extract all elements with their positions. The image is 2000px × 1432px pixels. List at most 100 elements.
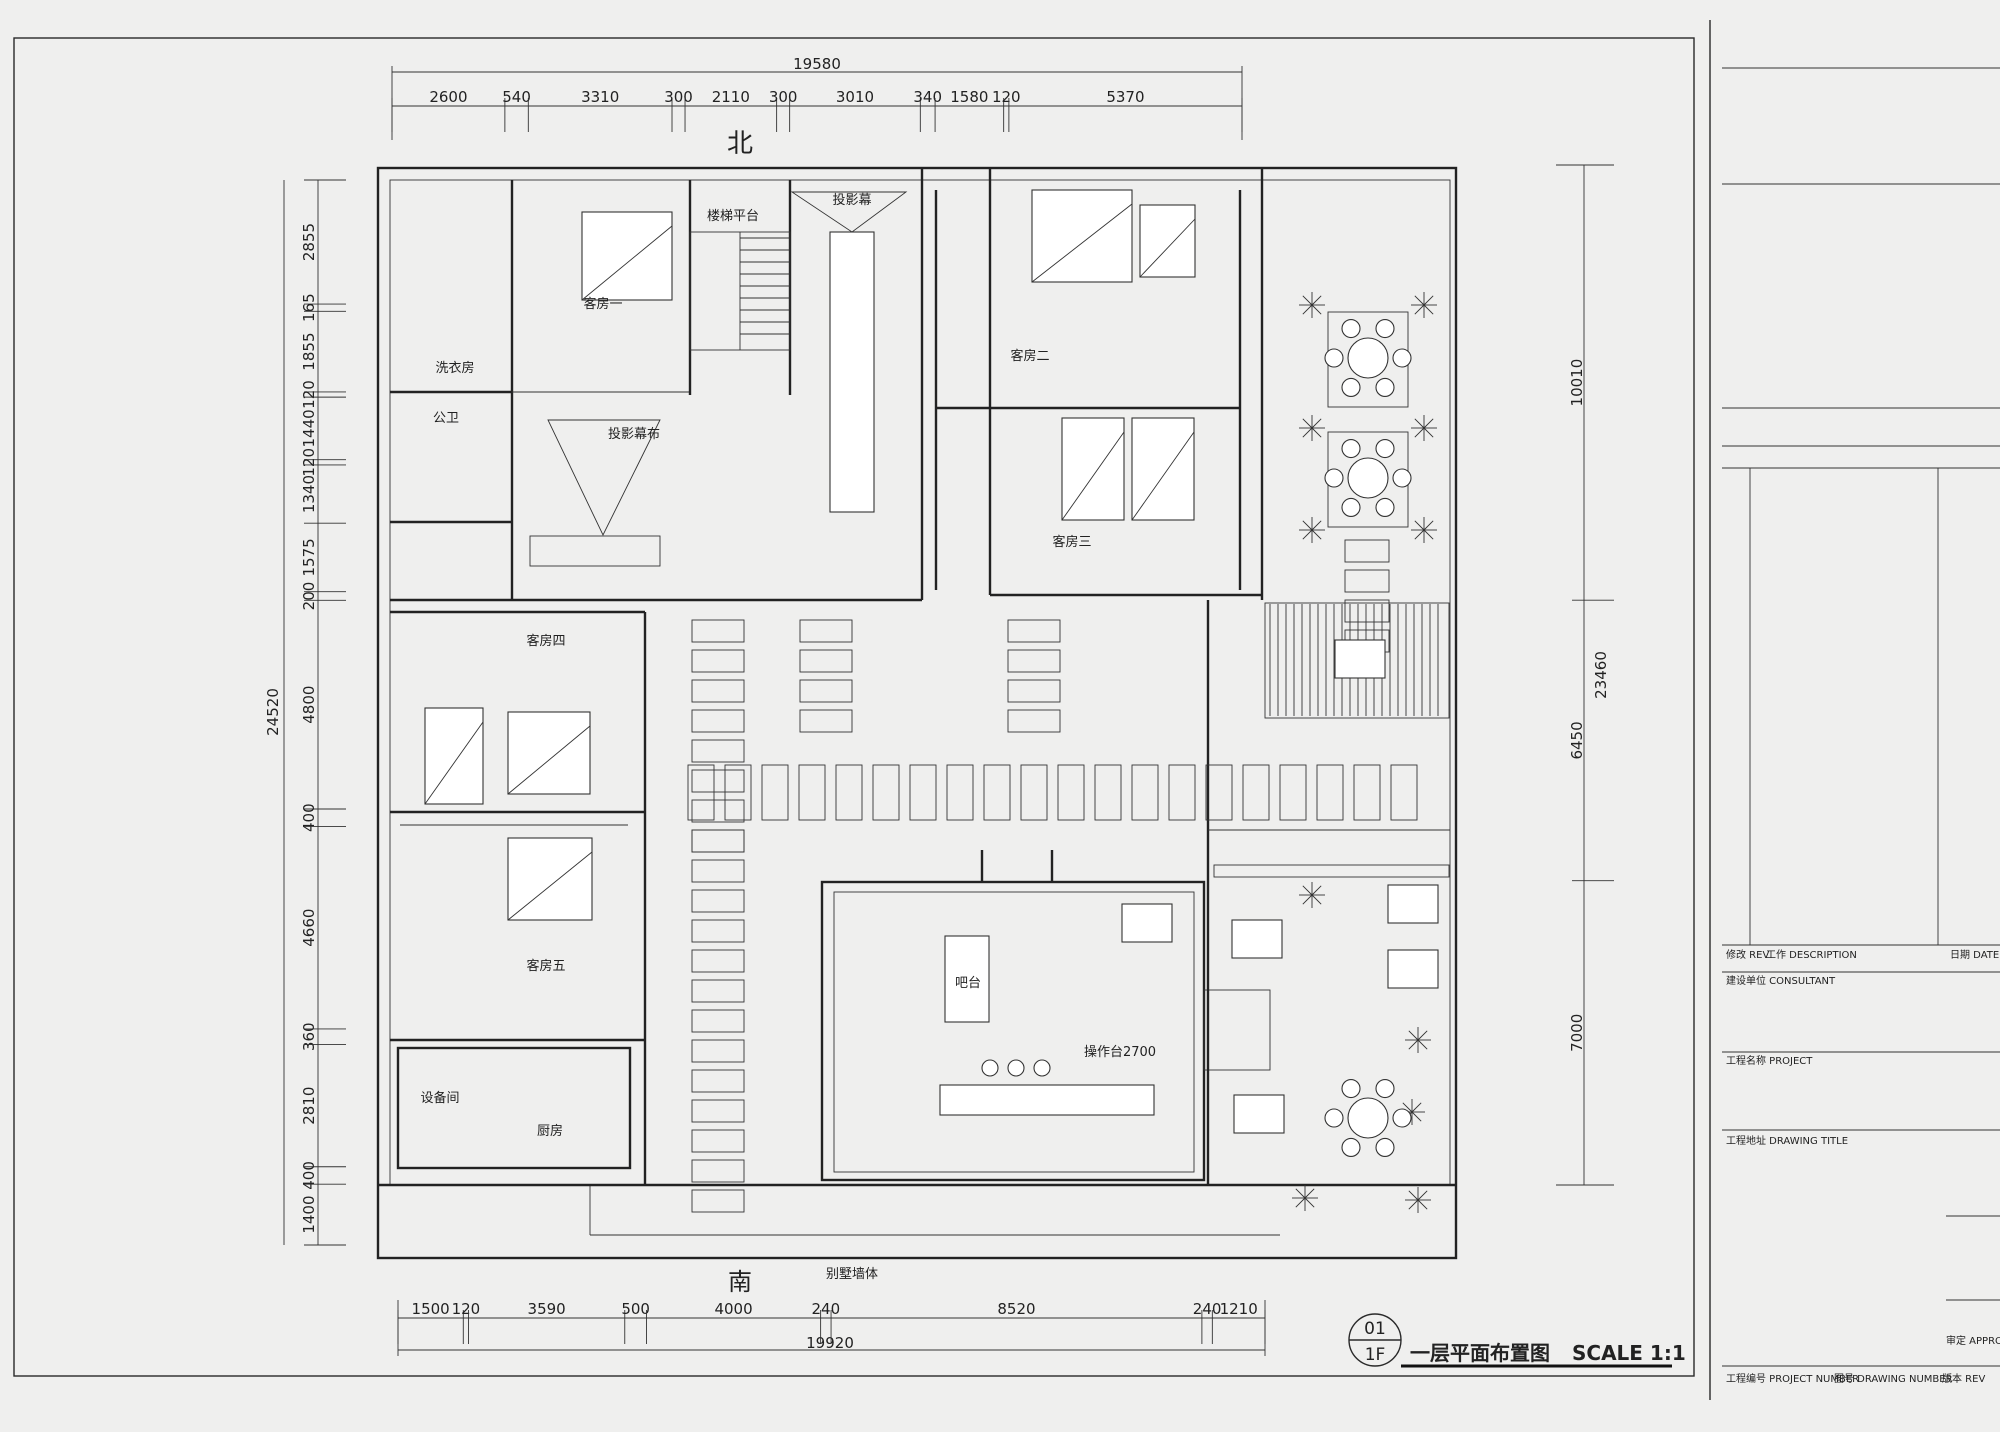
room-guest3: 客房三 (1052, 534, 1091, 550)
bed (1061, 417, 1125, 521)
right-dim-segment: 6450 (1568, 721, 1586, 759)
top-dim-segment: 5370 (1106, 88, 1144, 106)
dining-tables (1121, 319, 1439, 1157)
tree (1411, 517, 1437, 543)
left-dim-segment: 4660 (300, 909, 318, 947)
tree (1299, 292, 1325, 318)
drawing-number: 01 (1364, 1319, 1386, 1339)
dim-total-bottom: 19920 (806, 1334, 854, 1352)
chair (1392, 1108, 1412, 1128)
paver (691, 1189, 745, 1213)
paver (691, 1129, 745, 1153)
chair (1375, 319, 1395, 339)
paver (1007, 649, 1061, 673)
paver (909, 764, 937, 821)
paver (691, 859, 745, 883)
projection-screen (547, 419, 661, 537)
drawing-scale: SCALE 1:1 (1572, 1341, 1686, 1365)
paver (835, 764, 863, 821)
chair (1341, 319, 1361, 339)
tree (1299, 517, 1325, 543)
room-projector-top: 投影幕 (832, 192, 871, 208)
left-dim-segment: 400 (300, 803, 318, 832)
paver (691, 709, 745, 733)
paver (691, 1009, 745, 1033)
chair (1375, 1079, 1395, 1099)
bar-label: 吧台 (955, 976, 981, 991)
tb-rev2: 版本 REV (1942, 1372, 1985, 1385)
right-dim-segment: 10010 (1568, 359, 1586, 407)
left-dim-segment: 200 (300, 582, 318, 611)
chair (1375, 439, 1395, 459)
paver (983, 764, 1011, 821)
left-dim-segment: 120 (300, 380, 318, 409)
table (1231, 919, 1283, 959)
paver (1057, 764, 1085, 821)
round-table (1347, 1097, 1389, 1139)
chair (1341, 497, 1361, 517)
dim-total-top: 19580 (793, 55, 841, 73)
tree (1411, 415, 1437, 441)
table (1121, 903, 1173, 943)
round-table (1347, 457, 1389, 499)
bottom-dim-segment: 1210 (1220, 1300, 1258, 1318)
paver (691, 649, 745, 673)
paver (691, 829, 745, 853)
room-projection: 投影幕布 (608, 426, 660, 442)
room-guest5: 客房五 (526, 958, 565, 974)
paver (1131, 764, 1159, 821)
paver (691, 889, 745, 913)
paver (1007, 679, 1061, 703)
round-table (1347, 337, 1389, 379)
central-bar (790, 191, 908, 513)
paver (691, 799, 745, 823)
chair (1341, 1079, 1361, 1099)
paver (799, 709, 853, 733)
chair (1375, 497, 1395, 517)
beds (424, 189, 1196, 921)
tb-description: 工作 DESCRIPTION (1766, 949, 1857, 961)
title-block: 修改 REV 工作 DESCRIPTION 日期 DATE 建设单位 CONSU… (1722, 67, 2000, 1385)
right-dim-segment: 7000 (1568, 1014, 1586, 1052)
paver (691, 919, 745, 943)
paver (1390, 764, 1418, 821)
bed (424, 707, 484, 805)
tb-approved: 审定 APPROVED (1946, 1334, 2000, 1347)
left-dim-segment: 4800 (300, 686, 318, 724)
paver (1242, 764, 1270, 821)
bottom-dim-segment: 1500 (412, 1300, 450, 1318)
paver (691, 1099, 745, 1123)
wall-note: 别墅墙体 (826, 1267, 878, 1282)
paver (1316, 764, 1344, 821)
paver-walkway (687, 539, 1418, 1213)
room-laundry: 洗衣房 (435, 360, 474, 376)
paver (1205, 764, 1233, 821)
left-dim-segment: 360 (300, 1022, 318, 1051)
right-dimensions: 23460 (1556, 164, 1610, 1186)
room-guest1: 客房一 (583, 296, 622, 312)
paver (691, 769, 745, 793)
tb-drawing-title: 工程地址 DRAWING TITLE (1726, 1134, 1848, 1147)
paver (691, 1069, 745, 1093)
top-dim-segment: 340 (913, 88, 942, 106)
paver (761, 764, 789, 821)
bed (507, 711, 591, 795)
left-dim-segment: 1340 (300, 475, 318, 513)
chair (1341, 439, 1361, 459)
chair (1392, 468, 1412, 488)
floor-label: 1F (1365, 1345, 1386, 1365)
paver (691, 829, 745, 853)
bottom-dim-segment: 240 (1193, 1300, 1222, 1318)
left-dim-segment: 1575 (300, 538, 318, 576)
tree (1292, 1185, 1318, 1211)
paver (1007, 619, 1061, 643)
paver (799, 619, 853, 643)
paver (691, 979, 745, 1003)
left-dim-segment: 1855 (300, 333, 318, 371)
room-stair: 楼梯平台 (707, 209, 759, 224)
tb-date: 日期 DATE (1950, 949, 1999, 961)
room-guest2: 客房二 (1010, 348, 1049, 364)
dim-total-right: 23460 (1592, 651, 1610, 699)
top-dim-segment: 3010 (836, 88, 874, 106)
